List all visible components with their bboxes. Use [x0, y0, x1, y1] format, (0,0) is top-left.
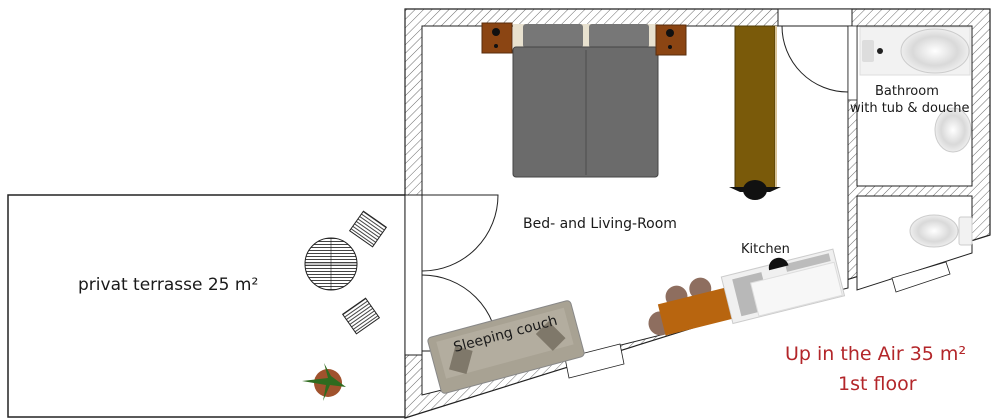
terrace-label: privat terrasse 25 m²: [78, 275, 258, 295]
windows-bottom: [564, 261, 951, 379]
bathroom-label: Bathroom: [875, 84, 939, 99]
nightstand-left: [481, 22, 513, 54]
sleeping-couch: [427, 300, 585, 394]
terrace: [7, 194, 407, 418]
terrace-table: [304, 237, 358, 291]
plan-floor: 1st floor: [838, 373, 917, 395]
potted-plant: [302, 363, 346, 401]
double-bed: [512, 24, 659, 178]
bathroom-sublabel: with tub & douche: [850, 101, 970, 116]
bathroom-door: [781, 25, 858, 101]
bed-living-label: Bed- and Living-Room: [523, 216, 677, 232]
bathtub: [859, 26, 971, 76]
kitchen-counter: [720, 248, 846, 325]
terrace-chair-top: [348, 210, 388, 248]
terrace-chair-bottom: [341, 297, 381, 335]
terrace-doors: [404, 194, 499, 356]
top-window: [777, 8, 853, 27]
nightstand-right: [655, 24, 687, 56]
toilet: [909, 214, 973, 248]
plan-title: Up in the Air 35 m²: [785, 343, 966, 365]
bathroom-sink: [934, 107, 972, 153]
wardrobe: [729, 25, 781, 200]
dining-table: [648, 277, 732, 336]
kitchen-label: Kitchen: [741, 242, 790, 257]
